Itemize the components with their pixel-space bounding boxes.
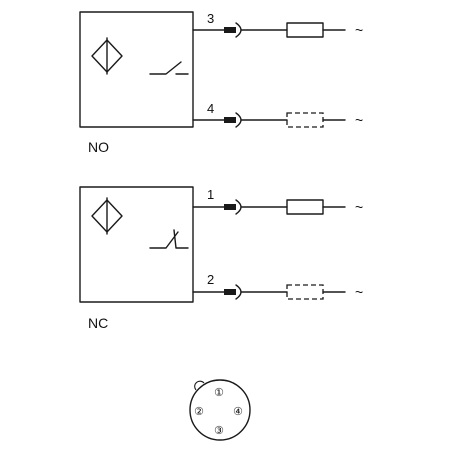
nc-wire-2: ~ (192, 284, 363, 300)
no-wire-4: ~ (192, 112, 363, 128)
connector-pin-2: ② (194, 405, 204, 418)
nc-supply-symbol-1: ~ (355, 199, 363, 215)
nc-sensor-box (79, 186, 194, 303)
connector-outline-icon (189, 379, 251, 441)
nc-switch-icon (149, 229, 189, 249)
no-switch-icon (149, 61, 189, 75)
no-circuit: ~ ~ 3 4 NO (79, 11, 363, 155)
connector-pin-4: ④ (233, 405, 243, 418)
no-supply-symbol-3: ~ (355, 22, 363, 38)
connector-pinout: ① ② ③ ④ (189, 379, 251, 441)
nc-plug-1-icon (224, 204, 236, 210)
no-pin-3-label: 3 (207, 11, 214, 26)
no-pin-4-label: 4 (207, 101, 214, 116)
no-sensor-symbol-icon (91, 37, 123, 75)
nc-supply-symbol-2: ~ (355, 284, 363, 300)
no-load-resistor-icon (286, 22, 324, 38)
no-sensor-box (79, 11, 194, 128)
nc-load-resistor-icon (286, 199, 324, 215)
no-label: NO (88, 139, 109, 155)
nc-pin-2-label: 2 (207, 272, 214, 287)
nc-pin-1-label: 1 (207, 187, 214, 202)
connector-pin-3: ③ (214, 424, 224, 437)
no-optional-load-icon (286, 112, 324, 128)
nc-wire-1: ~ (192, 199, 363, 215)
no-plug-4-icon (224, 117, 236, 123)
no-supply-symbol-4: ~ (355, 112, 363, 128)
nc-optional-load-icon (286, 284, 324, 300)
no-wire-3: ~ (192, 22, 363, 38)
nc-circuit: ~ ~ 1 2 NC (79, 186, 363, 331)
nc-plug-2-icon (224, 289, 236, 295)
nc-label: NC (88, 315, 108, 331)
nc-sensor-symbol-icon (91, 197, 123, 235)
connector-key-notch-icon (194, 380, 205, 391)
no-plug-3-icon (224, 27, 236, 33)
connector-pin-1: ① (214, 386, 224, 399)
